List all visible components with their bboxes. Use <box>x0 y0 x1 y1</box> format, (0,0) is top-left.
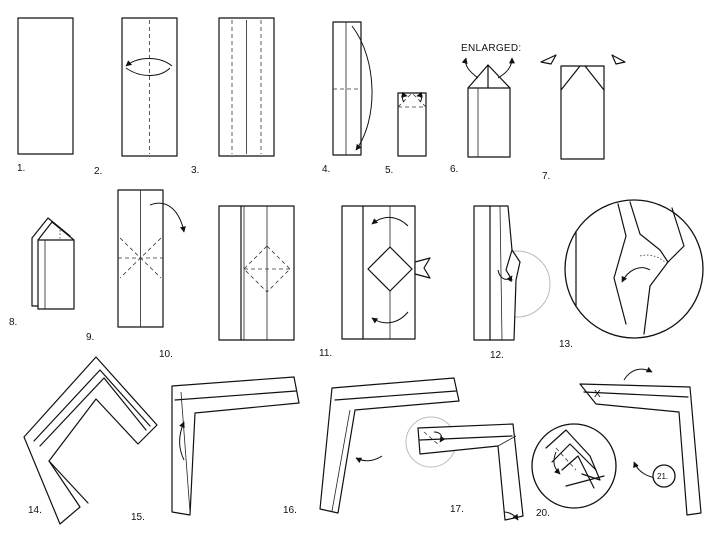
enlarged-label: ENLARGED: <box>461 43 522 54</box>
x-mark: X <box>594 389 601 400</box>
step-1-figure <box>17 17 74 155</box>
circle-ref-21: 21. <box>657 472 668 481</box>
step-3-figure <box>218 17 275 157</box>
step-number-10: 10. <box>159 349 173 360</box>
step-2-figure <box>121 17 178 157</box>
step-14-figure <box>23 356 158 525</box>
step-11-figure <box>341 205 431 340</box>
step-number-8: 8. <box>9 317 17 328</box>
step-13-figure <box>564 199 704 339</box>
step-17-figure <box>405 416 524 521</box>
step-20-figure: X 21. <box>531 366 702 516</box>
step-4-figure <box>332 21 373 156</box>
step-number-11: 11. <box>319 348 332 359</box>
step-number-3: 3. <box>191 165 199 176</box>
step-number-7: 7. <box>542 171 550 182</box>
step-number-17: 17. <box>450 504 464 515</box>
step-number-9: 9. <box>86 332 94 343</box>
step-number-6: 6. <box>450 164 458 175</box>
step-number-13: 13. <box>559 339 573 350</box>
step-number-2: 2. <box>94 166 102 177</box>
step-7-figure <box>540 54 626 160</box>
step-number-16: 16. <box>283 505 297 516</box>
step-12-figure <box>473 205 551 341</box>
step-5-figure <box>397 91 427 157</box>
step-8-figure <box>31 217 75 310</box>
step-number-5: 5. <box>385 165 393 176</box>
step-number-14: 14. <box>28 505 42 516</box>
step-16-figure <box>319 377 460 514</box>
step-number-20: 20. <box>536 508 550 519</box>
step-10-figure <box>218 205 295 341</box>
step-6-figure: ENLARGED: <box>461 43 522 158</box>
step-number-4: 4. <box>322 164 330 175</box>
step-15-figure <box>171 376 300 516</box>
step-number-1: 1. <box>17 163 25 174</box>
step-9-figure <box>117 189 186 328</box>
step-number-12: 12. <box>490 350 504 361</box>
step-number-15: 15. <box>131 512 145 523</box>
